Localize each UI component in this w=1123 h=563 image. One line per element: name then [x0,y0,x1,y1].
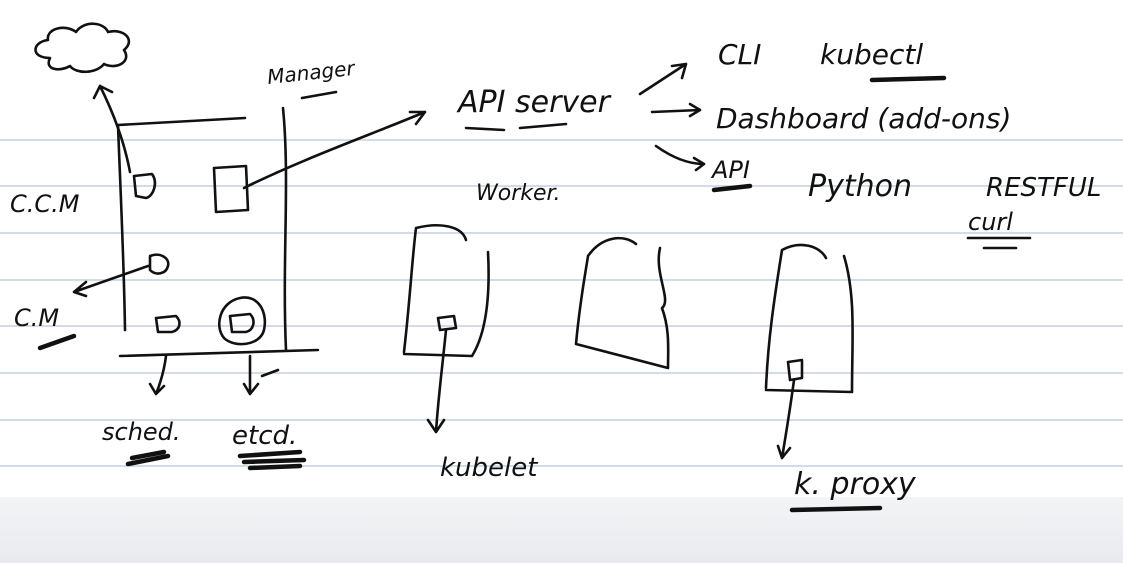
manager-node-right-edge [281,106,288,352]
cli-label: CLI [718,38,761,71]
etcd-mark [260,368,280,378]
sched-label: sched. [102,418,181,446]
scheduler-pod [154,314,181,334]
curl-underline [966,236,1032,250]
kubelet-arrow [426,328,448,434]
bottom-gray-band [0,497,1123,563]
scheduler-arrow [148,354,168,396]
ccm-label: C.C.M [10,190,80,218]
curl-label: curl [968,208,1013,236]
kproxy-underline [789,505,883,513]
manager-underline [300,90,338,100]
kubectl-label: kubectl [820,38,923,71]
worker-node-1 [402,224,490,358]
sched-underline [125,449,171,467]
kproxy-arrow [776,378,796,460]
cli-arrow [638,62,688,96]
kubelet-label: kubelet [440,453,538,483]
manager-node-base [118,348,320,358]
cm-label: C.M [14,304,59,332]
etcd-label: etcd. [232,421,297,451]
api-arrow [654,144,706,172]
python-label: Python [808,169,912,204]
api-server-arrow [242,110,427,190]
cloud-icon [34,22,131,74]
api-label: API [710,156,750,184]
api-server-pod [212,164,250,214]
api-server-underline [464,122,568,132]
kproxy-label: k. proxy [794,467,917,502]
worker-node-3 [764,243,854,394]
dashboard-arrow [650,102,702,118]
restful-label: RESTFUL [986,173,1101,203]
ccm-to-cloud-arrow [92,84,132,174]
ccm-pod [132,172,157,200]
kubectl-underline [869,75,947,83]
cm-pod [148,253,170,275]
api-underline [711,183,753,193]
manager-node-frame [116,116,247,332]
kproxy-pod [786,358,804,382]
etcd-pod [228,312,255,334]
cm-arrow [72,264,150,298]
api-server-label: API server [456,85,612,120]
etcd-arrow [242,354,260,396]
kubelet-pod [436,314,458,332]
manager-label: Manager [266,56,357,89]
cm-underline [37,333,77,351]
etcd-underline [237,449,307,471]
etcd-pod-circle [218,296,267,346]
worker-node-2 [574,236,670,370]
dashboard-label: Dashboard (add-ons) [716,102,1011,135]
worker-label: Worker. [476,181,561,206]
